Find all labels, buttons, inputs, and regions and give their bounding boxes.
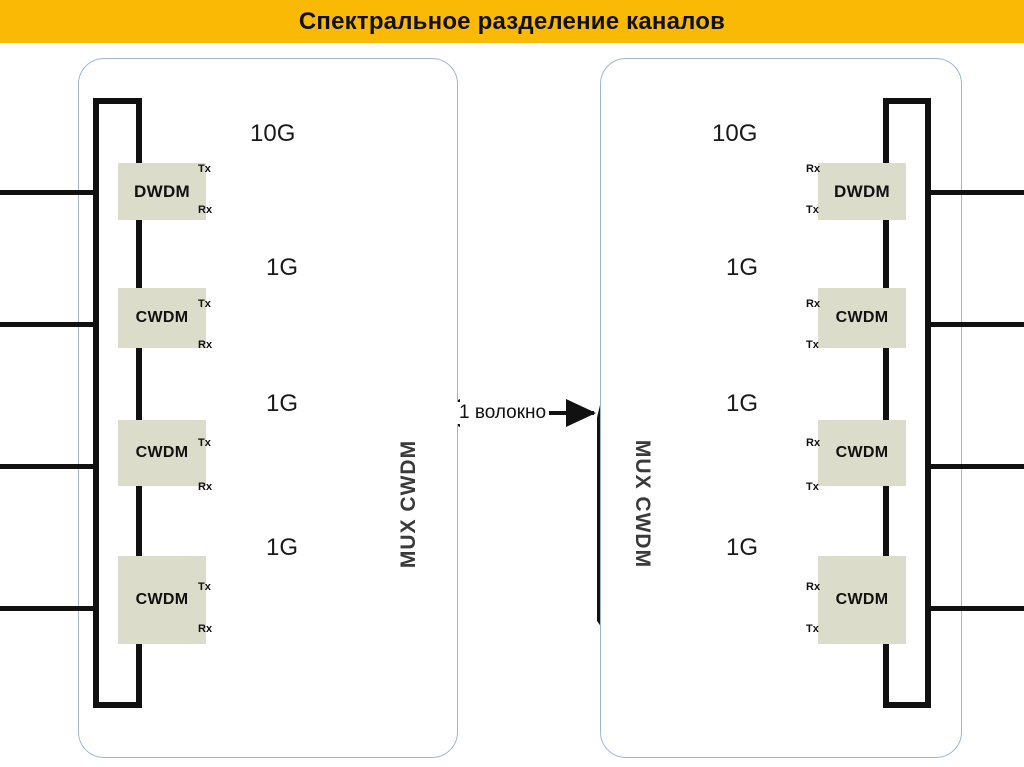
speed-label-left-4: 1G	[266, 534, 299, 561]
client-line-right-4	[927, 606, 1024, 611]
port-label-right-1-top: Rx	[806, 163, 821, 175]
port-label-right-3-bottom: Tx	[806, 481, 819, 493]
device-left-2[interactable]: CWDM	[118, 288, 206, 348]
port-label-right-2-top: Rx	[806, 298, 821, 310]
port-label-right-3-top: Rx	[806, 437, 821, 449]
port-label-right-2-bottom: Tx	[806, 339, 819, 351]
title-banner: Спектральное разделение каналов	[0, 0, 1024, 43]
speed-label-right-4: 1G	[726, 534, 759, 561]
port-label-left-1-top: Tx	[198, 163, 211, 175]
port-label-left-3-top: Tx	[198, 437, 211, 449]
fiber-link-label: 1 волокно	[456, 402, 550, 424]
port-label-left-4-bottom: Rx	[198, 623, 213, 635]
port-label-right-4-bottom: Tx	[806, 623, 819, 635]
device-left-4[interactable]: CWDM	[118, 556, 206, 644]
port-label-left-2-bottom: Rx	[198, 339, 213, 351]
client-line-right-3	[927, 464, 1024, 469]
mux-left-label: MUX CWDM	[397, 439, 420, 569]
speed-label-left-1: 10G	[250, 120, 296, 147]
port-label-left-2-top: Tx	[198, 298, 211, 310]
port-label-left-4-top: Tx	[198, 581, 211, 593]
site-right-container	[600, 58, 962, 758]
speed-label-right-2: 1G	[726, 254, 759, 281]
mux-right-label: MUX CWDM	[631, 439, 654, 569]
device-left-1[interactable]: DWDM	[118, 163, 206, 220]
client-line-left-1	[0, 190, 97, 195]
device-right-3[interactable]: CWDM	[818, 420, 906, 486]
speed-label-right-1: 10G	[712, 120, 758, 147]
page-title: Спектральное разделение каналов	[298, 7, 726, 35]
device-right-2[interactable]: CWDM	[818, 288, 906, 348]
client-line-right-2	[927, 322, 1024, 327]
client-line-left-4	[0, 606, 97, 611]
port-label-right-1-bottom: Tx	[806, 204, 819, 216]
client-line-right-1	[927, 190, 1024, 195]
speed-label-left-3: 1G	[266, 390, 299, 417]
port-label-left-1-bottom: Rx	[198, 204, 213, 216]
client-line-left-2	[0, 322, 97, 327]
device-left-3[interactable]: CWDM	[118, 420, 206, 486]
port-label-left-3-bottom: Rx	[198, 481, 213, 493]
speed-label-right-3: 1G	[726, 390, 759, 417]
client-line-left-3	[0, 464, 97, 469]
device-right-1[interactable]: DWDM	[818, 163, 906, 220]
speed-label-left-2: 1G	[266, 254, 299, 281]
device-right-4[interactable]: CWDM	[818, 556, 906, 644]
port-label-right-4-top: Rx	[806, 581, 821, 593]
